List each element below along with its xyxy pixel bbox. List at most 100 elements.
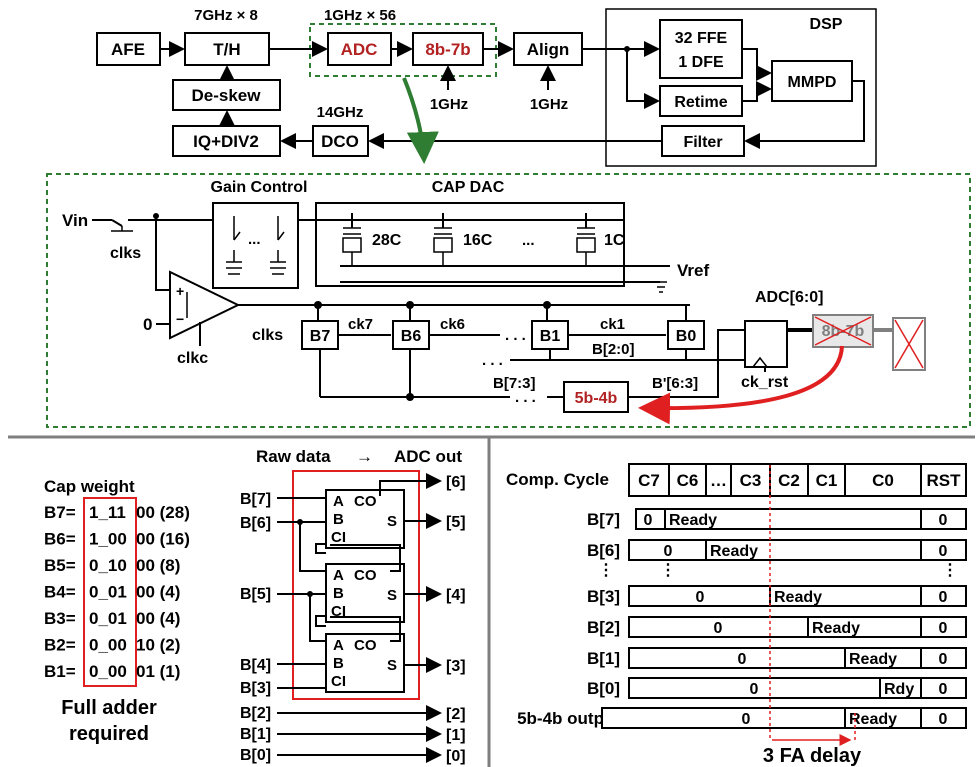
- adc-block: [327, 32, 392, 66]
- cap-row-rest: 00 (4): [136, 609, 180, 628]
- timing-end-seg: [920, 539, 967, 561]
- out-3: [3]: [446, 658, 466, 675]
- dsp-label: DSP: [810, 16, 843, 33]
- ffe-label: 32 FFE: [675, 30, 728, 47]
- cycle-label: C3: [740, 471, 762, 490]
- b0-label: B0: [676, 328, 697, 345]
- timing-end-label: 0: [939, 543, 948, 560]
- fa-co: CO: [354, 637, 377, 654]
- timing-end-label: 0: [939, 711, 948, 728]
- clkc-label: clkc: [177, 350, 208, 367]
- timing-zero-seg: [601, 707, 846, 729]
- adc60-label: ADC[6:0]: [755, 289, 823, 306]
- replace-arrow: [638, 345, 844, 425]
- cap-dac-label: CAP DAC: [432, 179, 505, 196]
- iqdiv-label: IQ+DIV2: [193, 132, 259, 151]
- output-register: [744, 320, 788, 368]
- clk2-label: 1GHz: [530, 96, 568, 113]
- timing-end-seg: [920, 677, 967, 699]
- svg-text:. . .: . . .: [482, 352, 503, 369]
- cap-row-bits: 0_10: [89, 556, 127, 575]
- timing-zero-label: 0: [644, 512, 653, 529]
- in-b0: B[0]: [240, 747, 271, 764]
- clks-label: clks: [110, 245, 141, 262]
- b1-latch: [531, 320, 569, 350]
- cycle-cell: [807, 463, 846, 497]
- cap-row-bits: 0_01: [89, 609, 127, 628]
- cap-row-rest: 00 (4): [136, 583, 180, 602]
- vdots-right: ⋮: [942, 562, 958, 579]
- dco-label: DCO: [321, 132, 359, 151]
- zoom-arrow: [402, 77, 439, 164]
- conv-label: 8b-7b: [425, 40, 470, 59]
- fivefour-label: 5b-4b: [575, 390, 618, 407]
- timing-ready-label: Ready: [710, 543, 758, 560]
- cap-row-name: B6=: [44, 530, 76, 549]
- cap-row-rest: 00 (8): [136, 556, 180, 575]
- cap-dots: ...: [522, 232, 535, 249]
- timing-end-seg: [920, 616, 967, 638]
- timing-end-label: 0: [939, 620, 948, 637]
- timing-row-label: B[2]: [587, 618, 620, 637]
- fa-s: S: [387, 587, 397, 604]
- cap-row-bits: 0_01: [89, 583, 127, 602]
- th-rate-label: 7GHz × 8: [194, 7, 258, 24]
- vdots-left: ⋮: [598, 562, 614, 579]
- ck1-label: ck1: [600, 316, 625, 333]
- timing-zero-label: 0: [714, 620, 723, 637]
- fa-s: S: [387, 513, 397, 530]
- timing-end-label: 0: [939, 681, 948, 698]
- cap-row-bits: 1_00: [89, 530, 127, 549]
- fa-s: S: [387, 657, 397, 674]
- in-b6: B[6]: [240, 515, 271, 532]
- cap-1c-label: 1C: [604, 232, 625, 249]
- timing-row-label: B[7]: [587, 510, 620, 529]
- clk1-label: 1GHz: [430, 96, 468, 113]
- timing-zero-label: 0: [750, 681, 759, 698]
- adc-rate-label: 1GHz × 56: [324, 7, 396, 24]
- clks2-label: clks: [252, 327, 283, 344]
- timing-ready-label: Ready: [669, 512, 717, 529]
- bp63-label: B'[6:3]: [652, 375, 698, 392]
- cap-row-bits: 0_00: [89, 662, 127, 681]
- cap-row-name: B3=: [44, 609, 76, 628]
- out-6: [6]: [446, 474, 466, 491]
- cap-row-rest: 00 (16): [136, 530, 190, 549]
- timing-end-label: 0: [939, 589, 948, 606]
- fa-b: B: [333, 585, 344, 602]
- cycle-label: C2: [778, 471, 800, 490]
- mmpd-label: MMPD: [788, 74, 837, 91]
- gain-control-label: Gain Control: [211, 179, 308, 196]
- cycle-label: C7: [638, 471, 660, 490]
- timing-ready-label: Ready: [812, 620, 860, 637]
- svg-text:+: +: [176, 283, 184, 299]
- timing-row-label: B[1]: [587, 649, 620, 668]
- ck7-label: ck7: [348, 316, 373, 333]
- full-adder-2: [325, 563, 405, 623]
- b7-latch: [301, 320, 339, 350]
- align-label: Align: [527, 40, 570, 59]
- fa-b: B: [333, 655, 344, 672]
- fa-ci: CI: [331, 673, 346, 690]
- in-b3: B[3]: [240, 680, 271, 697]
- cycle-cell: [730, 463, 771, 497]
- b73-label: B[7:3]: [493, 375, 536, 392]
- cap-row-name: B7=: [44, 503, 76, 522]
- comp-cycle-label: Comp. Cycle: [506, 470, 609, 489]
- timing-end-label: 0: [939, 651, 948, 668]
- adc-detail-frame: [46, 173, 971, 428]
- in-b4: B[4]: [240, 657, 271, 674]
- comp-zero-label: 0: [143, 315, 152, 334]
- full-adder-box: [83, 497, 137, 687]
- cap-row-name: B5=: [44, 556, 76, 575]
- fa-co: CO: [354, 493, 377, 510]
- adc-label: ADC: [341, 40, 378, 59]
- th-label: T/H: [213, 40, 240, 59]
- cycle-cell: [668, 463, 707, 497]
- b6-label: B6: [401, 328, 422, 345]
- cap-16c-label: 16C: [463, 232, 493, 249]
- deskew-block: [172, 79, 281, 111]
- timing-row-label: B[0]: [587, 679, 620, 698]
